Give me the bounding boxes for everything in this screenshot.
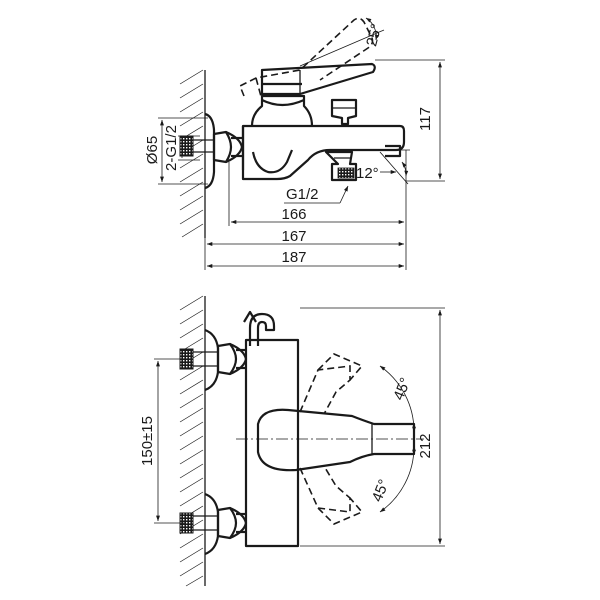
lower-connector-front (179, 492, 248, 556)
mixer-body-front (244, 338, 300, 548)
lever-rotated-side (238, 17, 374, 97)
wall-front (179, 295, 206, 587)
lever-angle-label: 25° (363, 22, 385, 48)
shower-hook-front (248, 312, 276, 346)
upper-connector-front (179, 328, 248, 392)
front-view: 45° 45° 212 150±15 (139, 295, 445, 587)
diameter-label: Ø65 (144, 136, 161, 164)
handle-rotated-down (299, 465, 351, 513)
dim-166-label: 166 (281, 206, 306, 223)
side-view: 25° 117 Ø65 2-G1/2 12° G1/2 166 167 (144, 17, 445, 270)
spout-angle-label: 12° (356, 165, 379, 182)
escutcheon-side (204, 112, 216, 190)
diverter-knob-side (330, 98, 358, 126)
handle-front (256, 408, 416, 472)
upper-angle-label: 45° (390, 375, 414, 402)
dim-187-label: 187 (281, 249, 306, 266)
lever-side (260, 62, 376, 96)
outlet-side (324, 150, 358, 182)
connection-thread-label: 2-G1/2 (163, 125, 180, 171)
handle-rotated-up (299, 365, 351, 415)
outlet-thread-label: G1/2 (286, 186, 319, 203)
lower-angle-label: 45° (369, 477, 393, 504)
mixer-body-side (241, 124, 406, 181)
height-117-label: 117 (417, 107, 434, 131)
dim-167-label: 167 (281, 228, 306, 245)
connector-nut-side (212, 130, 233, 164)
height-212-label: 212 (417, 433, 434, 458)
centre-distance-label: 150±15 (139, 416, 156, 466)
